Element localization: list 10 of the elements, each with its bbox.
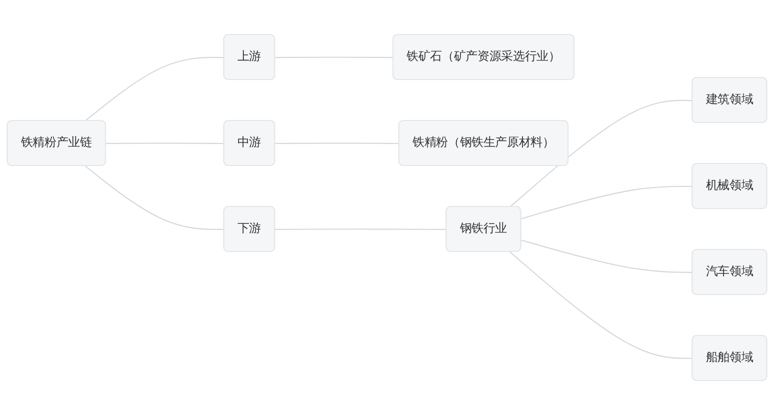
connector (275, 228, 447, 230)
connector (510, 100, 693, 208)
connector (521, 240, 693, 273)
connector (521, 186, 693, 220)
connector (275, 56, 394, 58)
connector (106, 142, 224, 144)
connector (84, 166, 224, 230)
connector (84, 56, 224, 122)
connector (275, 142, 400, 144)
connector (510, 252, 693, 359)
